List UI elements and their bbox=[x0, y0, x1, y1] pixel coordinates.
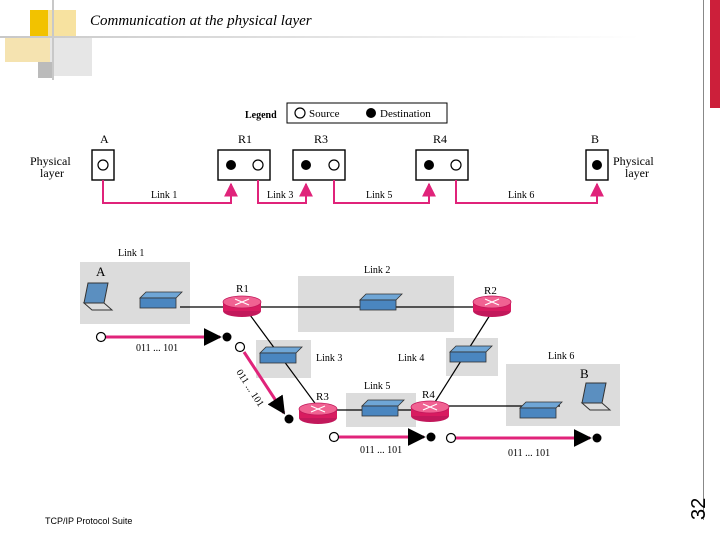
destination-icon bbox=[222, 332, 232, 342]
switch-icon bbox=[259, 346, 303, 364]
node-label-r4: R4 bbox=[433, 132, 447, 146]
source-icon bbox=[445, 432, 457, 444]
bottom-diagram: Link 1 A R1 Link 2 R2 Link 3 Link 4 Link… bbox=[80, 248, 620, 459]
node-label-r1: R1 bbox=[238, 132, 252, 146]
router-r3-icon bbox=[298, 402, 338, 424]
link-3-path bbox=[257, 180, 313, 204]
bottom-router-r4-label: R4 bbox=[422, 389, 435, 401]
link-5-label: Link 5 bbox=[366, 190, 392, 201]
destination-icon bbox=[426, 432, 436, 442]
bottom-router-r3-label: R3 bbox=[316, 391, 329, 403]
switch-icon bbox=[449, 345, 493, 363]
source-icon bbox=[450, 159, 462, 171]
physical-layer-diagram: Legend Source Destination Physical layer… bbox=[30, 102, 654, 459]
right-side-label-1: Physical bbox=[613, 154, 654, 168]
page-number: 32 bbox=[688, 497, 710, 520]
legend-destination-label: Destination bbox=[380, 108, 431, 120]
bottom-router-r1-label: R1 bbox=[236, 283, 249, 295]
node-label-a: A bbox=[100, 132, 109, 146]
source-icon bbox=[95, 331, 107, 343]
bottom-router-r2-label: R2 bbox=[484, 285, 497, 297]
left-side-label-2: layer bbox=[40, 166, 64, 180]
right-side-label-2: layer bbox=[625, 166, 649, 180]
destination-icon bbox=[592, 160, 602, 170]
router-r4-icon bbox=[410, 400, 450, 422]
source-icon bbox=[328, 159, 340, 171]
destination-icon bbox=[424, 160, 434, 170]
bottom-link-6-label: Link 6 bbox=[548, 351, 574, 362]
bottom-link-1-label: Link 1 bbox=[118, 248, 144, 259]
bottom-link-5-label: Link 5 bbox=[364, 381, 390, 392]
top-diagram: Physical layer Physical layer A R1 R3 R4… bbox=[30, 132, 654, 204]
bottom-link-3-label: Link 3 bbox=[316, 353, 342, 364]
slide-title: Communication at the physical layer bbox=[90, 13, 312, 29]
switch-icon bbox=[361, 399, 405, 417]
destination-icon bbox=[366, 108, 376, 118]
laptop-b-icon bbox=[580, 382, 612, 411]
destination-icon bbox=[592, 433, 602, 443]
link-6-label: Link 6 bbox=[508, 190, 534, 201]
legend-source-label: Source bbox=[309, 108, 340, 120]
router-r1-icon bbox=[222, 295, 262, 317]
switch-icon bbox=[519, 401, 563, 419]
source-icon bbox=[234, 341, 246, 353]
bits-link-5: 011 ... 101 bbox=[360, 445, 402, 456]
left-side-label-1: Physical bbox=[30, 154, 71, 168]
legend: Legend Source Destination bbox=[245, 102, 448, 124]
accent-bar bbox=[710, 0, 720, 108]
bitstream-link-3 bbox=[242, 351, 286, 415]
link-5-path bbox=[333, 180, 436, 204]
link-1-path bbox=[102, 180, 238, 204]
source-icon bbox=[294, 107, 306, 119]
link-1-label: Link 1 bbox=[151, 190, 177, 201]
switch-icon bbox=[139, 291, 183, 309]
router-r2-icon bbox=[472, 295, 512, 317]
node-label-b: B bbox=[591, 132, 599, 146]
destination-icon bbox=[226, 160, 236, 170]
bottom-host-a-label: A bbox=[96, 264, 106, 279]
node-label-r3: R3 bbox=[314, 132, 328, 146]
bottom-link-2-label: Link 2 bbox=[364, 265, 390, 276]
source-icon bbox=[252, 159, 264, 171]
destination-icon bbox=[284, 414, 294, 424]
corner-decoration bbox=[0, 0, 640, 85]
bits-link-1: 011 ... 101 bbox=[136, 343, 178, 354]
bits-link-6: 011 ... 101 bbox=[508, 448, 550, 459]
link-3-label: Link 3 bbox=[267, 190, 293, 201]
source-icon bbox=[97, 159, 109, 171]
legend-title: Legend bbox=[245, 110, 277, 121]
switch-icon bbox=[359, 293, 403, 311]
bottom-link-4-label: Link 4 bbox=[398, 353, 424, 364]
divider-line bbox=[703, 0, 704, 520]
source-icon bbox=[328, 431, 340, 443]
bottom-host-b-label: B bbox=[580, 366, 589, 381]
laptop-a-icon bbox=[82, 282, 114, 311]
footer-text: TCP/IP Protocol Suite bbox=[45, 516, 133, 526]
destination-icon bbox=[301, 160, 311, 170]
link-6-path bbox=[455, 180, 604, 204]
